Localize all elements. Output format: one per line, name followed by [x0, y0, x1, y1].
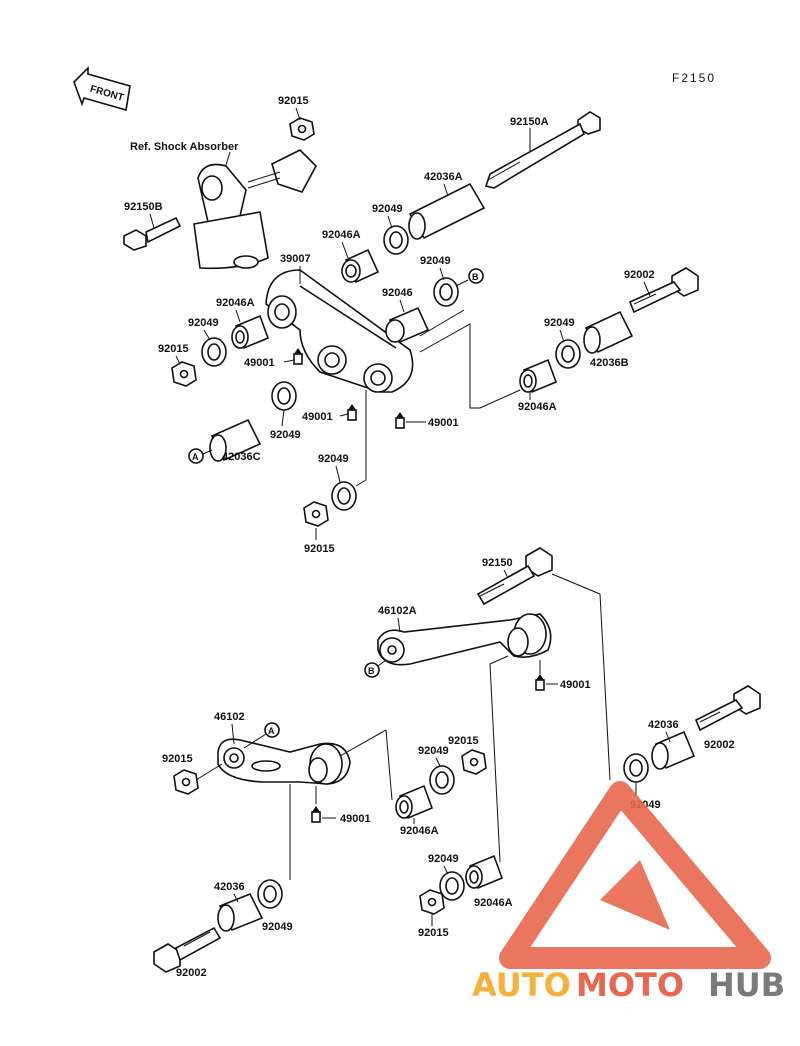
label-92046A-c: 92046A: [518, 401, 557, 413]
collar-42036B: [583, 310, 634, 354]
seal-92049-a: [383, 225, 409, 255]
bearing-92046A-a: [341, 248, 380, 284]
seal-92049-f: [555, 339, 581, 369]
bearing-92046A-d: [395, 784, 434, 820]
watermark-hub: HUB: [708, 966, 785, 1004]
label-92049-a: 92049: [372, 203, 403, 215]
label-92049-e: 92049: [318, 453, 349, 465]
label-92015-f: 92015: [418, 927, 449, 939]
label-42036A: 42036A: [424, 171, 463, 183]
label-92049-i: 92049: [428, 853, 459, 865]
label-49001-d: 49001: [560, 679, 591, 691]
grease-fitting-49001-c: [395, 412, 405, 429]
callout-A-top-text: A: [192, 452, 199, 462]
label-42036-b: 42036: [214, 881, 245, 893]
seal-92049-h: [623, 753, 649, 783]
bearing-92046A-b: [231, 314, 270, 350]
bearing-92046A-e: [465, 854, 504, 890]
grease-fitting-49001-a: [293, 348, 303, 365]
seal-92049-i: [439, 871, 465, 901]
diagram-code: F2150: [672, 71, 716, 85]
ref-shock-absorber-label: Ref. Shock Absorber: [130, 141, 239, 153]
nut-92015-e: [461, 749, 487, 775]
label-92015-b: 92015: [158, 343, 189, 355]
callout-A-top: [188, 448, 204, 464]
label-49001-c: 49001: [428, 417, 459, 429]
nut-92015-f: [419, 889, 445, 915]
label-92046: 92046: [382, 287, 413, 299]
front-arrow-icon: FRONT: [73, 66, 131, 112]
seal-92049-b: [433, 277, 459, 307]
grease-fitting-49001-e: [311, 806, 321, 823]
nut-92015-b: [171, 361, 197, 387]
arm-46102: [217, 738, 351, 785]
label-92015-top: 92015: [278, 95, 309, 107]
label-39007: 39007: [280, 253, 311, 265]
grease-fitting-49001-d: [535, 674, 545, 691]
label-92015-c: 92015: [304, 543, 335, 555]
label-42036B: 42036B: [590, 357, 629, 369]
bolt-92150: [476, 547, 553, 606]
collar-42036-a: [651, 730, 696, 770]
collar-42036-b: [217, 892, 264, 932]
bearing-92046A-c: [519, 358, 558, 394]
callout-A-bottom: [264, 722, 280, 738]
watermark-text: AUTO MOTO HUB: [472, 966, 785, 1004]
watermark-auto: AUTO: [472, 966, 571, 1004]
arm-46102A: [377, 613, 552, 666]
label-92015-e: 92015: [448, 735, 479, 747]
label-92049-j: 92049: [262, 921, 293, 933]
label-46102A: 46102A: [378, 605, 417, 617]
seal-92049-c: [201, 337, 227, 367]
rocker-link-39007: [265, 269, 414, 393]
callout-B-top-text: B: [472, 272, 479, 282]
bolt-92002-c: [153, 926, 222, 973]
bearing-92046: [385, 306, 430, 344]
bolt-92150B: [123, 216, 182, 251]
label-92049-g: 92049: [418, 745, 449, 757]
seal-92049-e: [331, 481, 357, 511]
label-92046A-a: 92046A: [322, 229, 361, 241]
callout-A-bottom-text: A: [268, 726, 275, 736]
callout-B-top: [468, 268, 484, 284]
label-92049-f: 92049: [544, 317, 575, 329]
watermark-logo: [499, 781, 771, 969]
label-92046A-d: 92046A: [400, 825, 439, 837]
nut-92015-d: [173, 769, 199, 795]
bolt-92150A: [484, 111, 601, 189]
label-42036-a: 42036: [648, 719, 679, 731]
label-92049-b: 92049: [420, 255, 451, 267]
label-92002-a: 92002: [624, 269, 655, 281]
callout-B-mid: [364, 662, 380, 678]
nut-92015-top: [289, 117, 315, 141]
shock-absorber: [193, 149, 317, 270]
label-92002-c: 92002: [176, 967, 207, 979]
label-49001-b: 49001: [302, 411, 333, 423]
bolt-92002-b: [694, 685, 761, 732]
label-92150: 92150: [482, 557, 513, 569]
label-92150B: 92150B: [124, 201, 163, 213]
label-92046A-b: 92046A: [216, 297, 255, 309]
label-92049-d: 92049: [270, 429, 301, 441]
label-92002-b: 92002: [704, 739, 735, 751]
label-49001-a: 49001: [244, 357, 275, 369]
seal-92049-d: [271, 381, 297, 411]
seal-92049-j: [257, 879, 283, 909]
nut-92015-c: [303, 501, 329, 527]
label-49001-e: 49001: [340, 813, 371, 825]
label-92046A-e: 92046A: [474, 897, 513, 909]
label-92150A: 92150A: [510, 116, 549, 128]
label-46102: 46102: [214, 711, 245, 723]
collar-42036C: [209, 418, 262, 462]
collar-42036A: [408, 182, 486, 240]
callout-B-mid-text: B: [368, 666, 375, 676]
label-92015-d: 92015: [162, 753, 193, 765]
bolt-92002-a: [628, 267, 699, 314]
label-42036C: 42036C: [222, 451, 261, 463]
seal-92049-g: [429, 765, 455, 795]
grease-fitting-49001-b: [347, 404, 357, 421]
watermark-moto: MOTO: [576, 966, 684, 1004]
label-92049-c: 92049: [188, 317, 219, 329]
